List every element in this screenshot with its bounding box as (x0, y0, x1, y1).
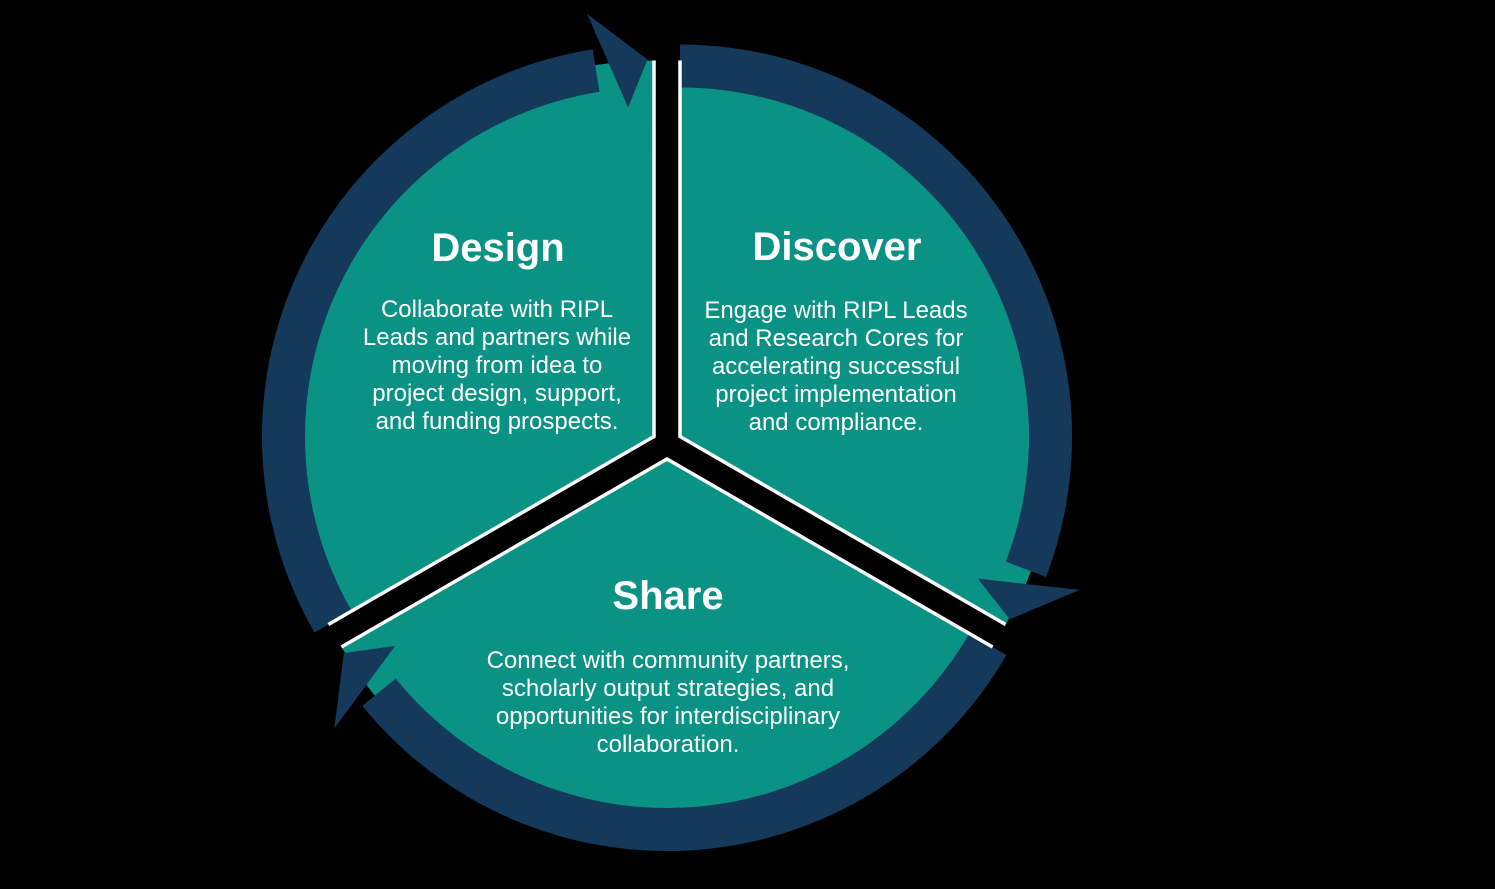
segment-design-title: Design (431, 226, 565, 270)
segment-discover-title: Discover (752, 225, 922, 269)
segment-share-title: Share (612, 574, 724, 618)
segment-share-description: Connect with community partners, scholar… (486, 647, 850, 758)
segment-design-description: Collaborate with RIPL Leads and partners… (362, 296, 632, 435)
segment-discover-description: Engage with RIPL Leads and Research Core… (704, 297, 968, 436)
